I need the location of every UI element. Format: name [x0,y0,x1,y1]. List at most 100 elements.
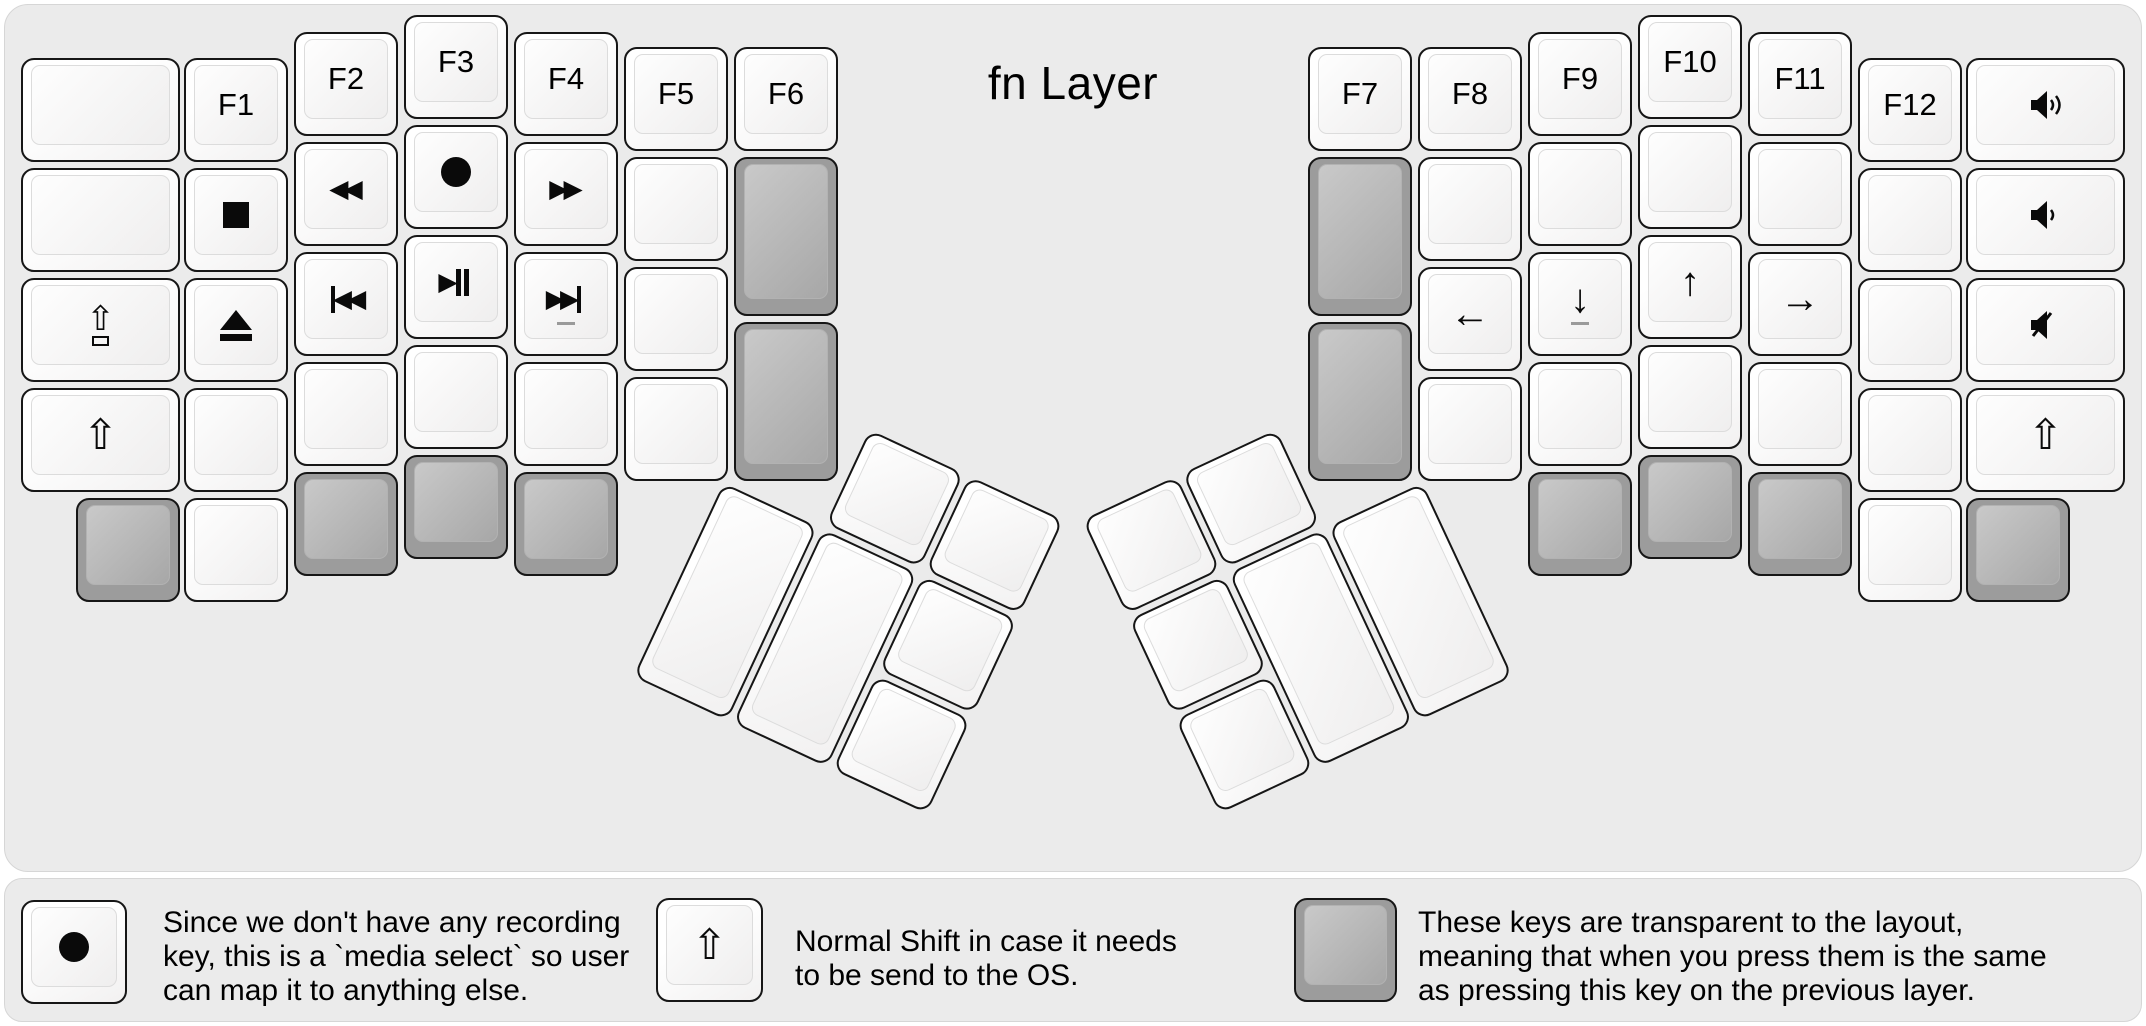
key-label: F10 [1663,44,1717,79]
legend-line: as pressing this key on the previous lay… [1418,974,1975,1007]
key-blank[interactable] [184,388,288,492]
key-arrow-right[interactable]: → [1748,252,1852,356]
key-transparent[interactable] [1966,498,2070,602]
key-media-next-track[interactable]: ▶▶ [514,252,618,356]
arrow-up-icon: ↑ [1680,260,1700,304]
keycap [86,505,170,585]
key-f6[interactable]: F6 [734,47,838,151]
keycap: F5 [634,54,718,134]
key-blank[interactable] [1528,362,1632,466]
key-blank[interactable] [1858,278,1962,382]
key-media-stop[interactable] [184,168,288,272]
key-transparent[interactable] [1528,472,1632,576]
homing-dash [1571,322,1589,325]
key-blank[interactable] [294,362,398,466]
key-media-prev-track[interactable]: ◀◀ [294,252,398,356]
key-label: F2 [327,61,365,96]
key-blank[interactable] [404,345,508,449]
arrow-left-icon: ← [1450,292,1490,336]
key-blank[interactable] [1638,125,1742,229]
key-blank[interactable] [1418,377,1522,481]
keycap [304,369,388,449]
keycap: ↑ [1648,242,1732,322]
key-blank[interactable] [1858,168,1962,272]
key-blank[interactable] [21,58,180,162]
key-arrow-left[interactable]: ← [1418,267,1522,371]
keycap [1318,329,1402,464]
key-blank[interactable] [184,498,288,602]
key-media-fast-forward[interactable]: ▶▶ [514,142,618,246]
key-transparent[interactable] [404,455,508,559]
key-label: F5 [657,76,695,111]
keycap [31,65,170,145]
key-f2[interactable]: F2 [294,32,398,136]
key-shift-right[interactable]: ⇧ [1966,388,2125,492]
legend-note-transparent: These keys are transparent to the layout… [1418,906,2047,1008]
key-transparent[interactable] [1748,472,1852,576]
key-blank[interactable] [21,168,180,272]
key-media-record[interactable] [404,125,508,229]
key-arrow-up[interactable]: ↑ [1638,235,1742,339]
key-f12[interactable]: F12 [1858,58,1962,162]
key-transparent[interactable] [1308,157,1412,316]
key-transparent[interactable] [734,322,838,481]
keycap: ⇧ [1976,395,2115,475]
keycap [414,132,498,212]
key-volume-up[interactable] [1966,58,2125,162]
key-transparent[interactable] [76,498,180,602]
keycap [1758,369,1842,449]
key-f7[interactable]: F7 [1308,47,1412,151]
keycap [1976,285,2115,365]
key-volume-mute[interactable] [1966,278,2125,382]
record-icon [59,932,89,962]
keycap [1187,685,1298,794]
key-blank[interactable] [624,157,728,261]
key-f3[interactable]: F3 [404,15,508,119]
keycap: F10 [1648,22,1732,102]
legend-line: to be send to the OS. [795,959,1079,992]
key-blank[interactable] [1528,142,1632,246]
key-f9[interactable]: F9 [1528,32,1632,136]
keycap [744,164,828,299]
key-blank[interactable] [1638,345,1742,449]
keycap [1538,479,1622,559]
stop-icon [223,202,249,228]
key-volume-down[interactable] [1966,168,2125,272]
key-shift-left[interactable]: ⇧ [21,388,180,492]
key-label: F3 [437,44,475,79]
key-f11[interactable]: F11 [1748,32,1852,136]
play-pause-icon: ▶ [438,268,469,296]
keycap: F8 [1428,54,1512,134]
key-f1[interactable]: F1 [184,58,288,162]
key-label: F6 [767,76,805,111]
keycap [634,164,718,244]
key-blank[interactable] [1418,157,1522,261]
key-blank[interactable] [1858,388,1962,492]
keycap: ⇧ [666,905,753,985]
key-blank[interactable] [1748,142,1852,246]
key-f10[interactable]: F10 [1638,15,1742,119]
key-transparent[interactable] [734,157,838,316]
key-blank[interactable] [514,362,618,466]
keycap: F6 [744,54,828,134]
key-f5[interactable]: F5 [624,47,728,151]
key-transparent[interactable] [1638,455,1742,559]
key-blank[interactable] [624,377,728,481]
key-blank[interactable] [1858,498,1962,602]
key-transparent[interactable] [514,472,618,576]
key-media-rewind[interactable]: ◀◀ [294,142,398,246]
key-f4[interactable]: F4 [514,32,618,136]
key-caps-lock[interactable]: ⇧ [21,278,180,382]
keycap: ▶▶ [524,149,608,229]
key-media-play-pause[interactable]: ▶ [404,235,508,339]
key-f8[interactable]: F8 [1418,47,1522,151]
key-blank[interactable] [624,267,728,371]
key-arrow-down[interactable]: ↓ [1528,252,1632,356]
key-transparent[interactable] [1308,322,1412,481]
keycap [414,352,498,432]
keycap: F12 [1868,65,1952,145]
key-media-eject[interactable] [184,278,288,382]
key-transparent[interactable] [294,472,398,576]
record-icon [441,157,471,187]
key-blank[interactable] [1748,362,1852,466]
